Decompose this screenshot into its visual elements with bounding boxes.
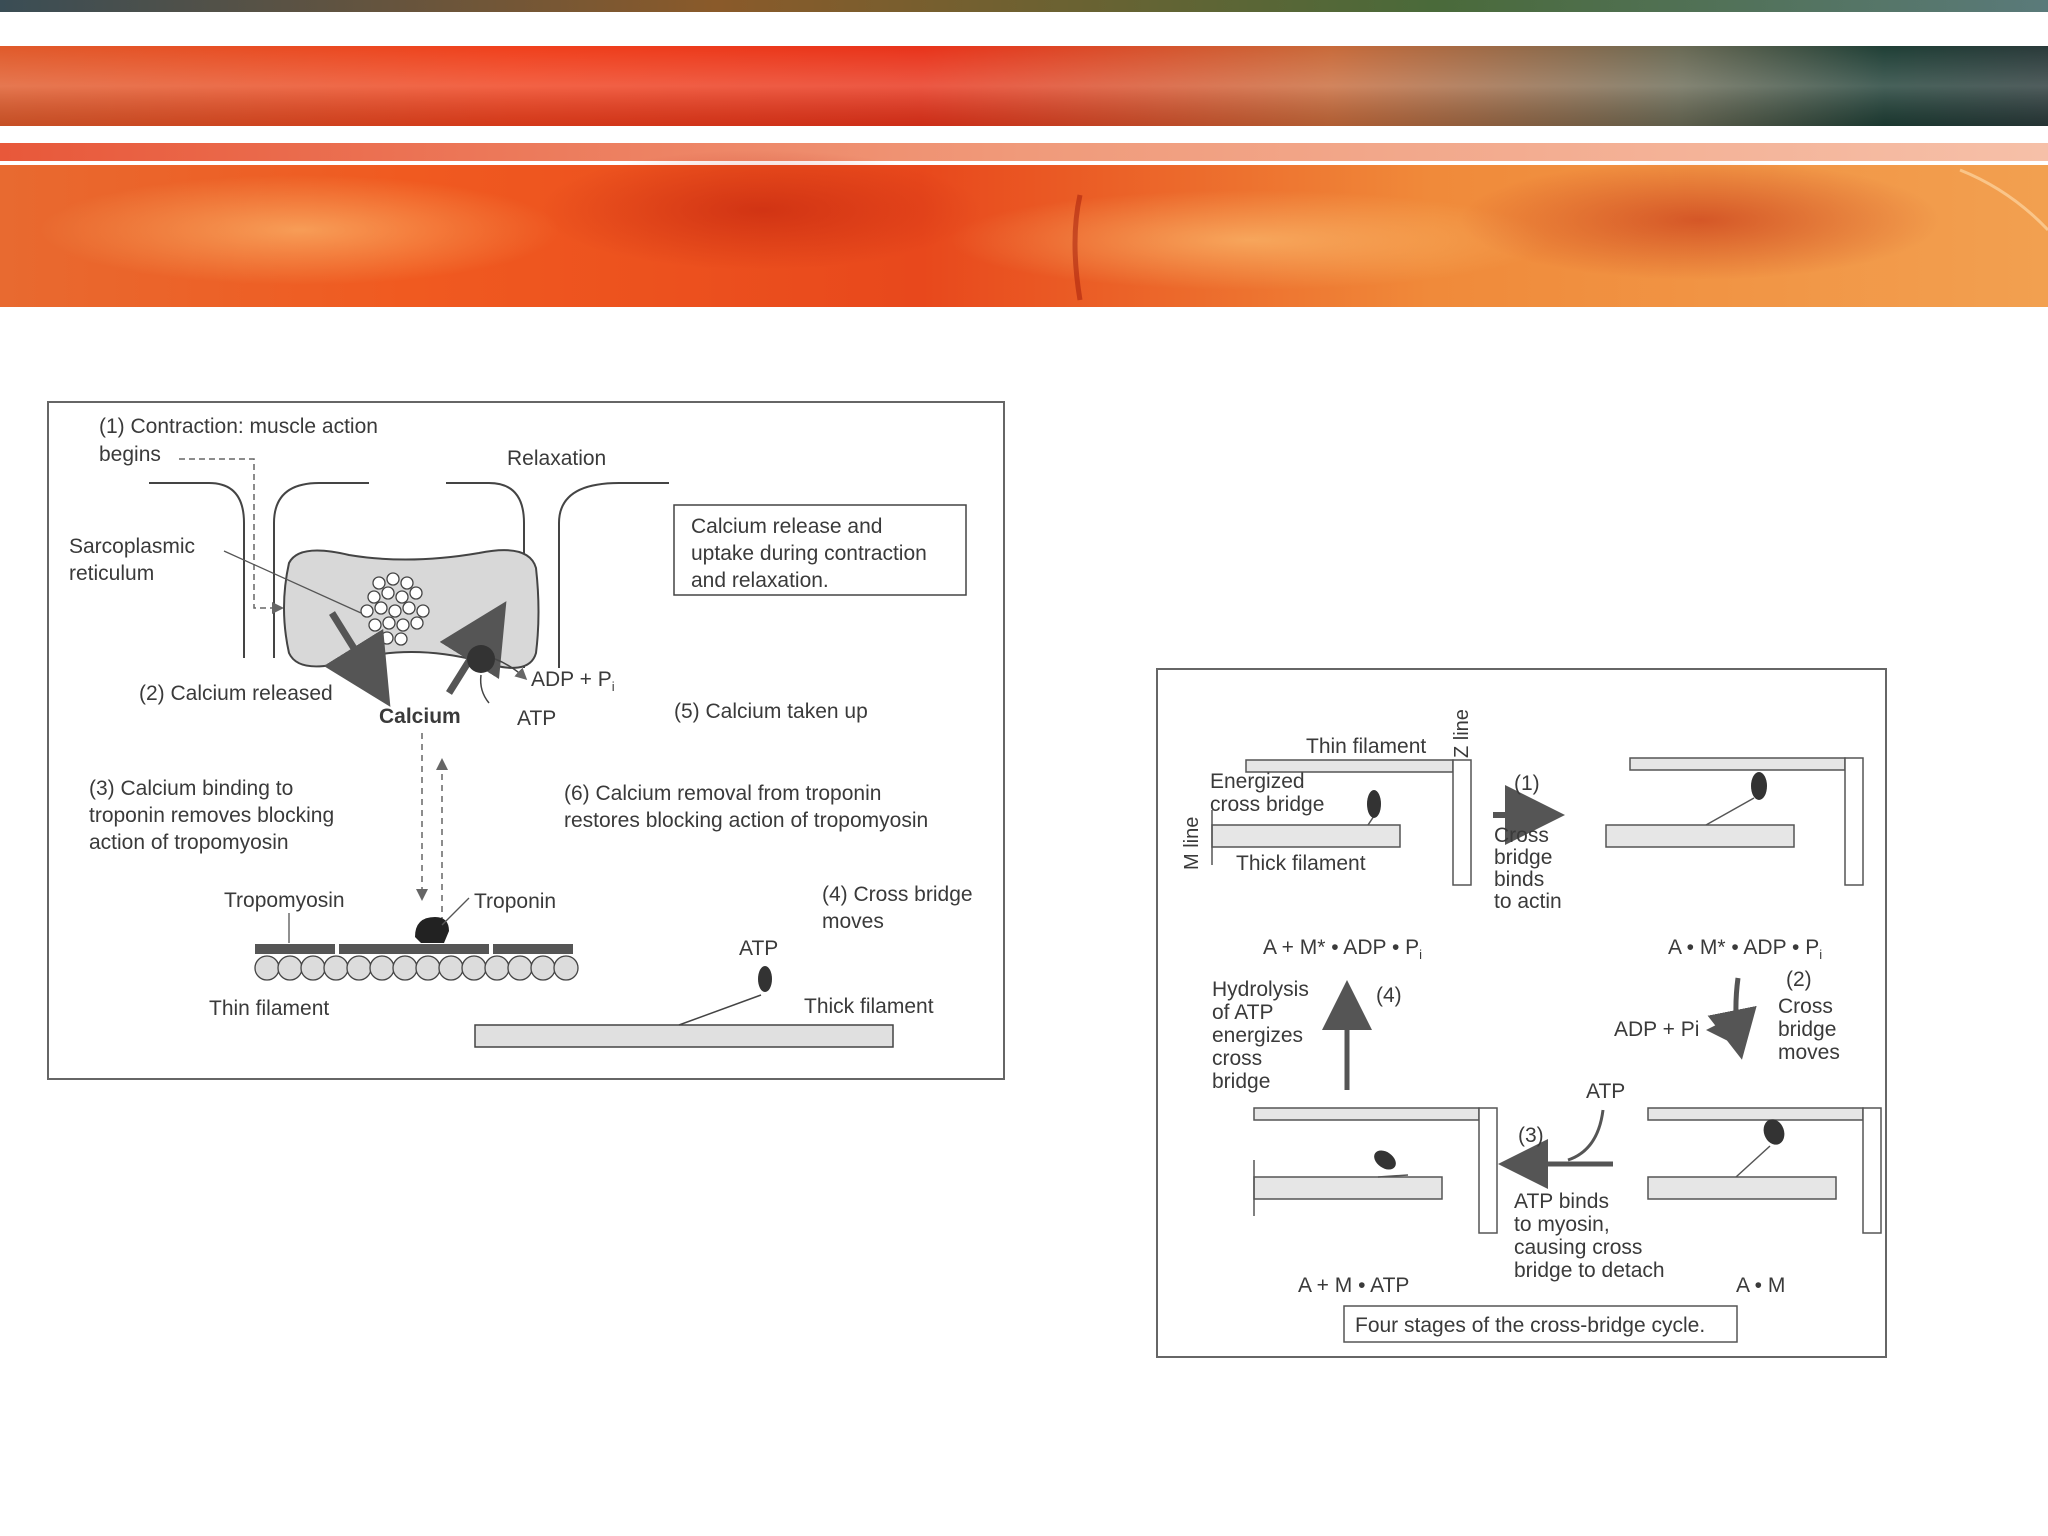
adp-pi-label: ADP + Pi [1614, 1018, 1699, 1041]
tropomyosin-bar-middle [339, 944, 489, 954]
t-tubule-left-outer [149, 483, 244, 658]
stage-diagram-bottom-right [1648, 1108, 1881, 1233]
stage1-text-4: to actin [1494, 890, 1562, 913]
myosin-head [758, 966, 772, 992]
stage3-text-3: causing cross [1514, 1236, 1642, 1259]
stage3-text-2: to myosin, [1514, 1213, 1610, 1236]
stage3-num: (3) [1518, 1124, 1544, 1147]
step6-line-1: (6) Calcium removal from troponin [564, 782, 881, 805]
calcium-cycle-svg: (1) Contraction: muscle action begins Re… [49, 403, 1003, 1078]
caption-line-2: uptake during contraction [691, 542, 927, 565]
adp-pi-label: ADP + Pi [531, 668, 615, 694]
stage2-num: (2) [1786, 968, 1812, 991]
stage2-text-2: bridge [1778, 1018, 1836, 1041]
calcium-label: Calcium [379, 705, 461, 728]
state-top-left: A + M* • ADP • Pi [1263, 936, 1422, 962]
adp-pi-subscript: i [612, 679, 615, 694]
caption-line-1: Calcium release and [691, 515, 882, 538]
cross-bridge-cycle-diagram: Z line M line Thin filament Energized cr… [1156, 668, 1887, 1358]
state-top-right: A • M* • ADP • Pi [1668, 936, 1822, 962]
relaxation-label: Relaxation [507, 447, 606, 470]
step6-line-2: restores blocking action of tropomyosin [564, 809, 928, 832]
step1-label-2: begins [99, 443, 161, 466]
stage-diagram-bottom-left [1254, 1108, 1497, 1233]
sr-label-2: reticulum [69, 562, 154, 585]
caption-text: Four stages of the cross-bridge cycle. [1355, 1314, 1705, 1337]
atp-upper-label: ATP [517, 707, 556, 730]
step3-line-1: (3) Calcium binding to [89, 777, 293, 800]
step3-line-3: action of tropomyosin [89, 831, 289, 854]
z-line-label: Z line [1451, 709, 1473, 758]
step5-label: (5) Calcium taken up [674, 700, 868, 723]
stage1-text-1: Cross [1494, 824, 1549, 847]
state-bottom-left: A + M • ATP [1298, 1274, 1409, 1297]
tropomyosin-bar-right [493, 944, 573, 954]
calcium-pump [467, 645, 495, 673]
tropomyosin-label: Tropomyosin [224, 889, 345, 912]
stage3-text-1: ATP binds [1514, 1190, 1609, 1213]
cross-bridge-arm [679, 995, 761, 1025]
stage4-text-5: bridge [1212, 1070, 1270, 1093]
stage2-text-3: moves [1778, 1041, 1840, 1064]
stage1-num: (1) [1514, 772, 1540, 795]
stage4-text-3: energizes [1212, 1024, 1303, 1047]
state-bottom-right: A • M [1736, 1274, 1785, 1297]
stage4-text-4: cross [1212, 1047, 1262, 1070]
actin-beads [255, 956, 578, 980]
troponin-label: Troponin [474, 890, 556, 913]
thick-filament-label: Thick filament [1236, 852, 1366, 875]
thin-filament-label: Thin filament [209, 997, 329, 1020]
adp-pi-text: ADP + P [531, 668, 612, 691]
thick-filament-bar [475, 1025, 893, 1047]
atp-leader [481, 675, 489, 703]
step1-label: (1) Contraction: muscle action [99, 415, 378, 438]
state-top-right-text: A • M* • ADP • P [1668, 936, 1819, 959]
state-top-left-text: A + M* • ADP • P [1263, 936, 1419, 959]
header-banner [0, 0, 2048, 310]
state-top-right-sub: i [1819, 947, 1822, 962]
atp-label: ATP [1586, 1080, 1625, 1103]
energized-label-1: Energized [1210, 770, 1305, 793]
energized-label-2: cross bridge [1210, 793, 1324, 816]
step4-line-2: moves [822, 910, 884, 933]
troponin-leader [442, 898, 469, 925]
cross-bridge-cycle-svg: Z line M line Thin filament Energized cr… [1158, 670, 1885, 1356]
stage-diagram-top-right [1606, 758, 1863, 885]
state-top-left-sub: i [1419, 947, 1422, 962]
calcium-cycle-diagram: (1) Contraction: muscle action begins Re… [47, 401, 1005, 1080]
atp-lower-label: ATP [739, 937, 778, 960]
m-line-label: M line [1181, 817, 1203, 870]
sr-label: Sarcoplasmic [69, 535, 195, 558]
stage1-text-2: bridge [1494, 846, 1552, 869]
thick-filament-label: Thick filament [804, 995, 934, 1018]
stage4-num: (4) [1376, 984, 1402, 1007]
stage2-arrow [1736, 978, 1740, 1050]
step3-line-2: troponin removes blocking [89, 804, 334, 827]
step2-label: (2) Calcium released [139, 682, 333, 705]
stage4-text-1: Hydrolysis [1212, 978, 1309, 1001]
adp-release-arrow [1712, 1020, 1733, 1030]
caption-line-3: and relaxation. [691, 569, 829, 592]
thin-filament-label: Thin filament [1306, 735, 1426, 758]
step4-line-1: (4) Cross bridge [822, 883, 973, 906]
t-tubule-right-inner [559, 483, 669, 668]
stage3-text-4: bridge to detach [1514, 1259, 1665, 1282]
step1-dashed-arrow [179, 459, 281, 608]
stage2-text-1: Cross [1778, 995, 1833, 1018]
troponin-shape [415, 917, 449, 943]
tropomyosin-bar-left [255, 944, 335, 954]
stage1-text-3: binds [1494, 868, 1544, 891]
stage4-text-2: of ATP [1212, 1001, 1273, 1024]
atp-bind-curve [1568, 1110, 1603, 1160]
